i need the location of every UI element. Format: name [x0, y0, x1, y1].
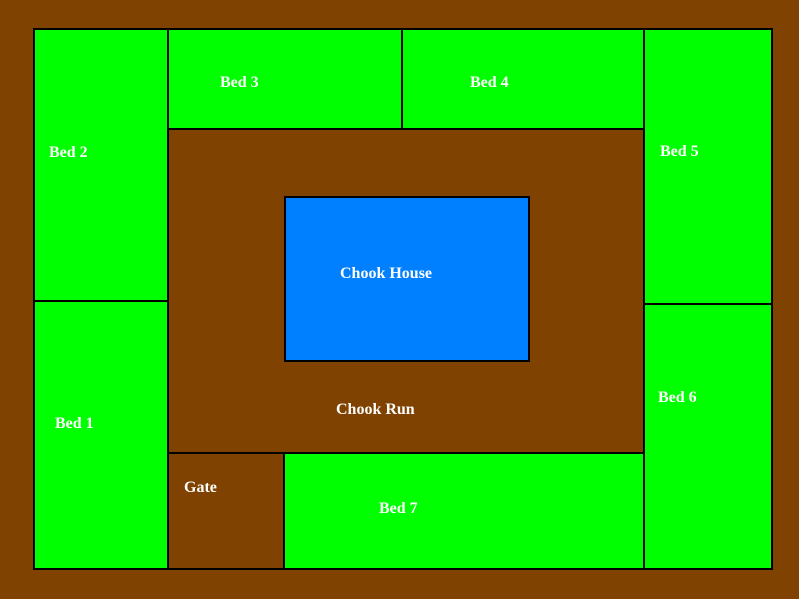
bed-6: [643, 303, 773, 570]
bed-4-label: Bed 4: [470, 74, 509, 91]
bed-4: [401, 28, 645, 130]
bed-2-label: Bed 2: [49, 144, 88, 161]
bed-7-label: Bed 7: [379, 500, 418, 517]
bed-3: [167, 28, 403, 130]
bed-5-label: Bed 5: [660, 143, 699, 160]
bed-5: [643, 28, 773, 305]
bed-7: [283, 452, 645, 570]
bed-6-label: Bed 6: [658, 389, 697, 406]
chook-house: [284, 196, 530, 362]
chook-run-label: Chook Run: [336, 401, 415, 418]
bed-2: [33, 28, 169, 302]
gate-label: Gate: [184, 479, 217, 496]
chook-house-label: Chook House: [340, 265, 433, 282]
bed-3-label: Bed 3: [220, 74, 259, 91]
gate-area: [167, 452, 285, 570]
bed-1-label: Bed 1: [55, 415, 94, 432]
bed-1: [33, 300, 169, 570]
